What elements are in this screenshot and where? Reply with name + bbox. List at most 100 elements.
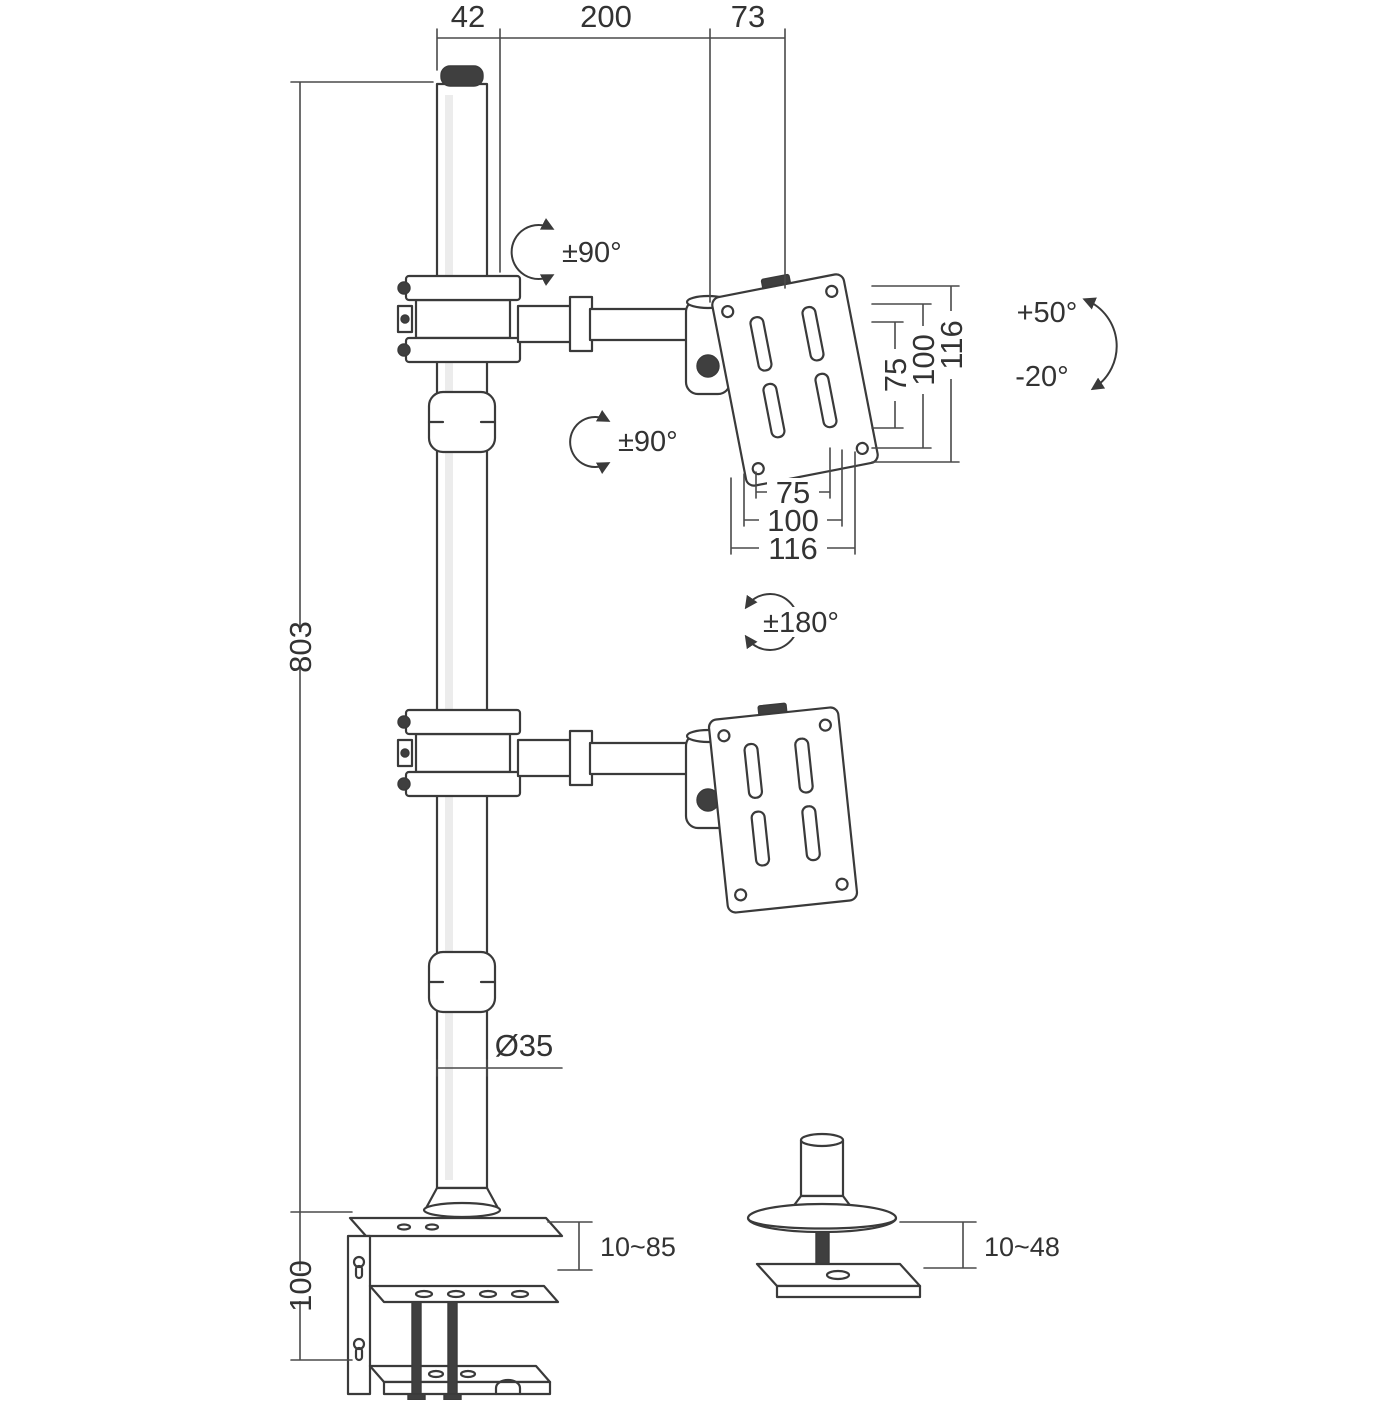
clamp-side-screw (400, 314, 410, 324)
screw-hole (825, 284, 839, 298)
vesa-dim-116-vertical-label: 116 (934, 320, 969, 369)
lip-hole (427, 1369, 445, 1379)
vesa-dim-116-horizontal-label: 116 (768, 531, 817, 566)
grommet-disc-rim (746, 1216, 898, 1230)
arm-segment-2 (588, 307, 690, 342)
plate-face (707, 706, 859, 914)
grommet-pole-stub (799, 1138, 845, 1198)
label-mask (266, 1271, 334, 1301)
lower-pole-clamp (396, 708, 522, 798)
dimension-top: 42 200 73 (436, 0, 786, 303)
grommet-rod (815, 1231, 830, 1265)
clamp-flange-top (404, 708, 522, 736)
vesa-slot (743, 742, 764, 799)
dimension-clamp-range: 10~85 (547, 1221, 676, 1271)
dim-label-803: 803 (283, 621, 318, 673)
angle-swivel-upper: ±90° (510, 218, 622, 286)
clamp-screw-knob (443, 1393, 462, 1401)
keyhole-slot (354, 1264, 364, 1280)
label-mask (759, 534, 827, 562)
angle-label-swivel-lower: ±90° (618, 426, 678, 458)
vesa-dim-75-vertical: 75 (878, 349, 913, 401)
dimension-pole-diameter: Ø35 (436, 1028, 563, 1077)
label-mask (767, 478, 819, 506)
dim-label-grommet-range: 10~48 (984, 1232, 1060, 1262)
angle-label-swivel-upper: ±90° (562, 237, 622, 269)
pole-body (435, 82, 489, 1190)
label-mask (756, 607, 846, 637)
desk-clamp-base (346, 1216, 564, 1401)
clamp-screw (447, 1301, 458, 1395)
vesa-dim-100-vertical: 100 (906, 326, 941, 394)
vesa-dim-75-vertical-label: 75 (878, 358, 913, 392)
screw-hole (835, 877, 849, 891)
clamp-side-bracket (346, 1234, 372, 1396)
screw-hole (721, 304, 735, 319)
screw-hole (751, 462, 765, 476)
clamp-body (414, 732, 512, 774)
rotation-arc (569, 409, 611, 475)
upper-vesa-plate (711, 273, 879, 487)
grommet-base (746, 1132, 922, 1299)
label-mask (881, 349, 909, 401)
plate-hole (396, 1223, 412, 1231)
clamp-top-plate (348, 1216, 564, 1238)
shelf-hole (478, 1289, 498, 1299)
dim-label-200: 200 (580, 0, 632, 34)
keyhole-slot (354, 1346, 364, 1362)
shelf-hole (510, 1289, 530, 1299)
upper-arm (516, 294, 732, 396)
dim-label-100-group: 100 (266, 1260, 334, 1312)
screw-hole (818, 718, 832, 732)
screw-hole (717, 729, 731, 743)
clamp-bolt (397, 281, 411, 295)
vesa-slot (794, 737, 814, 794)
vesa-dim-100-horizontal-label: 100 (767, 503, 819, 538)
grommet-plate-front (775, 1284, 922, 1299)
dim-label-diameter: Ø35 (495, 1028, 554, 1063)
lower-vesa-plate (707, 702, 859, 914)
clamp-bolt (397, 777, 411, 791)
tilt-arc (1082, 297, 1118, 391)
dimension-vesa-horizontal: 75 100 116 (730, 447, 856, 566)
vesa-dim-75-horizontal-label: 75 (776, 475, 810, 510)
grommet-plate-slot (825, 1269, 851, 1281)
dim-label-42: 42 (451, 0, 485, 34)
angle-label-tilt-up: +50° (1017, 297, 1078, 329)
vesa-slot (814, 372, 838, 429)
pole-top-cap (440, 65, 484, 87)
vesa-dim-75-horizontal: 75 (767, 475, 819, 510)
vesa-slot (750, 810, 771, 867)
dim-label-803-group: 803 (260, 621, 340, 673)
screw-hole (855, 441, 869, 456)
shelf-hole (414, 1289, 434, 1299)
vesa-slot (801, 805, 821, 862)
plate-hole (424, 1223, 440, 1231)
dim-label-clamp-range: 10~85 (600, 1232, 676, 1262)
angle-label-rotation: ±180° (763, 607, 839, 639)
label-mask (260, 632, 340, 662)
arm-joint (568, 729, 594, 787)
dimension-vesa-vertical: 75 100 116 (871, 285, 969, 463)
label-mask (937, 311, 965, 379)
plate-face (711, 273, 879, 487)
screw-hole (734, 888, 748, 902)
arm-segment-1 (516, 738, 578, 778)
clamp-side-screw (400, 748, 410, 758)
grommet-pole-top (799, 1132, 845, 1148)
lip-u-notch (494, 1378, 522, 1396)
clamp-flange-bottom (404, 770, 522, 798)
vesa-slot (762, 382, 786, 439)
cable-clip-lower (427, 950, 497, 1014)
lip-hole (459, 1369, 477, 1379)
clamp-screw-knob (407, 1393, 426, 1401)
clamp-flange-top (404, 274, 522, 302)
vesa-slot (749, 316, 773, 372)
arm-joint (568, 295, 594, 353)
dim-label-100: 100 (283, 1260, 318, 1312)
vesa-slot (801, 305, 825, 362)
clamp-bolt (397, 715, 411, 729)
clamp-bottom-lip-front (382, 1380, 552, 1396)
